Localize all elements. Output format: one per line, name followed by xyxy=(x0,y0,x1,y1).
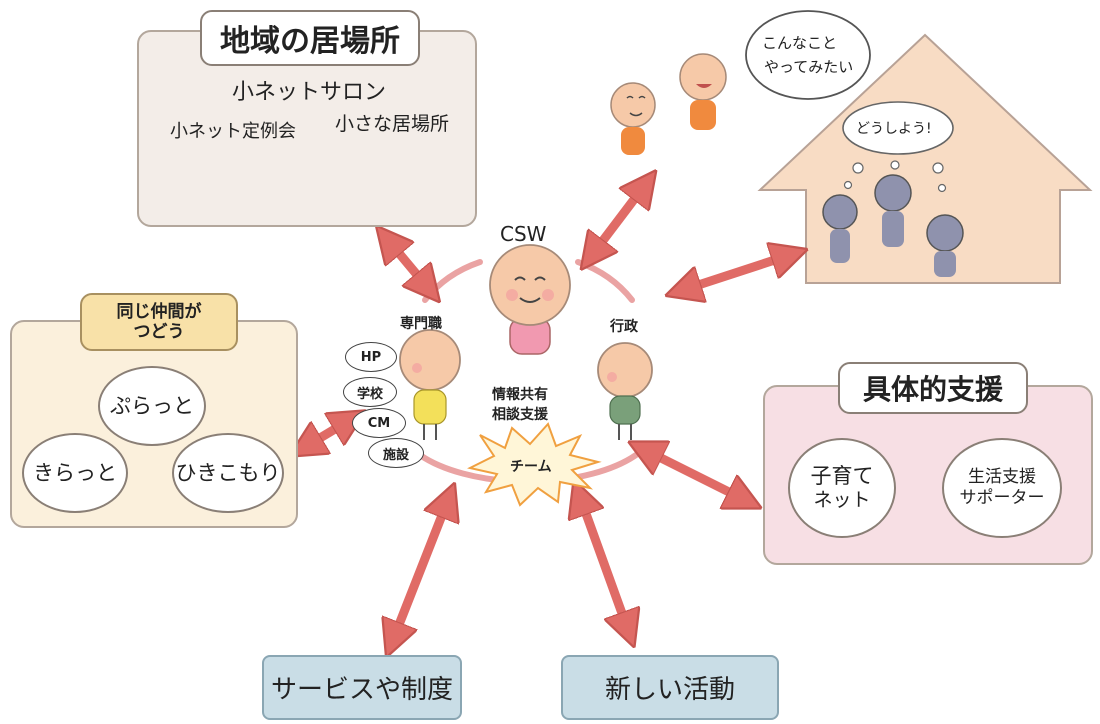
thought-bubble xyxy=(842,101,954,155)
info-share-label: 情報共有 xyxy=(492,387,548,403)
hopeful-people-illustration xyxy=(610,53,727,155)
speech-line2: やってみたい xyxy=(764,58,854,76)
government-figure xyxy=(597,342,653,440)
pro-tag-school: 学校 xyxy=(343,377,397,407)
professional-label: 専門職 xyxy=(400,316,442,332)
support-item-childcare-line2: ネット xyxy=(813,489,871,512)
small-place-label: 小さな居場所 xyxy=(335,113,450,135)
peer-group-title: 同じ仲間が つどう xyxy=(80,293,238,351)
speech-bubble xyxy=(745,10,871,100)
csw-label: CSW xyxy=(500,222,547,246)
pro-tag-hp: HP xyxy=(345,342,397,372)
regular-meeting-label: 小ネット定例会 xyxy=(170,121,296,142)
support-item-childcare[interactable]: 子育て ネット xyxy=(788,438,896,538)
house-thought-text: どうしよう! xyxy=(856,121,932,137)
peer-item-puratto[interactable]: ぷらっと xyxy=(98,366,206,446)
support-item-childcare-line1: 子育て xyxy=(810,464,874,488)
support-item-life-line2: サポーター xyxy=(959,488,1045,508)
local-place-title: 地域の居場所 xyxy=(200,10,420,66)
support-title: 具体的支援 xyxy=(838,362,1028,414)
team-label: チーム xyxy=(510,459,552,475)
thought-dots xyxy=(843,160,947,193)
support-item-life-supporter[interactable]: 生活支援 サポーター xyxy=(942,438,1062,538)
pro-tag-facility: 施設 xyxy=(368,438,424,468)
government-label: 行政 xyxy=(610,319,638,335)
worried-people-illustration xyxy=(822,174,964,277)
services-box[interactable]: サービスや制度 xyxy=(262,655,462,720)
professional-figure xyxy=(399,329,461,440)
relation-arrows xyxy=(305,185,790,640)
consult-label: 相談支援 xyxy=(492,407,548,423)
salon-label: 小ネットサロン xyxy=(232,80,387,105)
csw-figure xyxy=(489,244,571,355)
new-activity-box[interactable]: 新しい活動 xyxy=(561,655,779,720)
team-burst xyxy=(467,422,602,507)
peer-item-kiratto[interactable]: きらっと xyxy=(22,433,128,513)
peer-group-title-line2: つどう xyxy=(133,322,185,342)
support-item-life-line1: 生活支援 xyxy=(968,466,1036,487)
peer-group-title-line1: 同じ仲間が xyxy=(116,301,202,322)
peer-item-hikikomori[interactable]: ひきこもり xyxy=(172,433,284,513)
pro-tag-cm: CM xyxy=(352,408,406,438)
speech-line1: こんなこと xyxy=(762,34,838,52)
